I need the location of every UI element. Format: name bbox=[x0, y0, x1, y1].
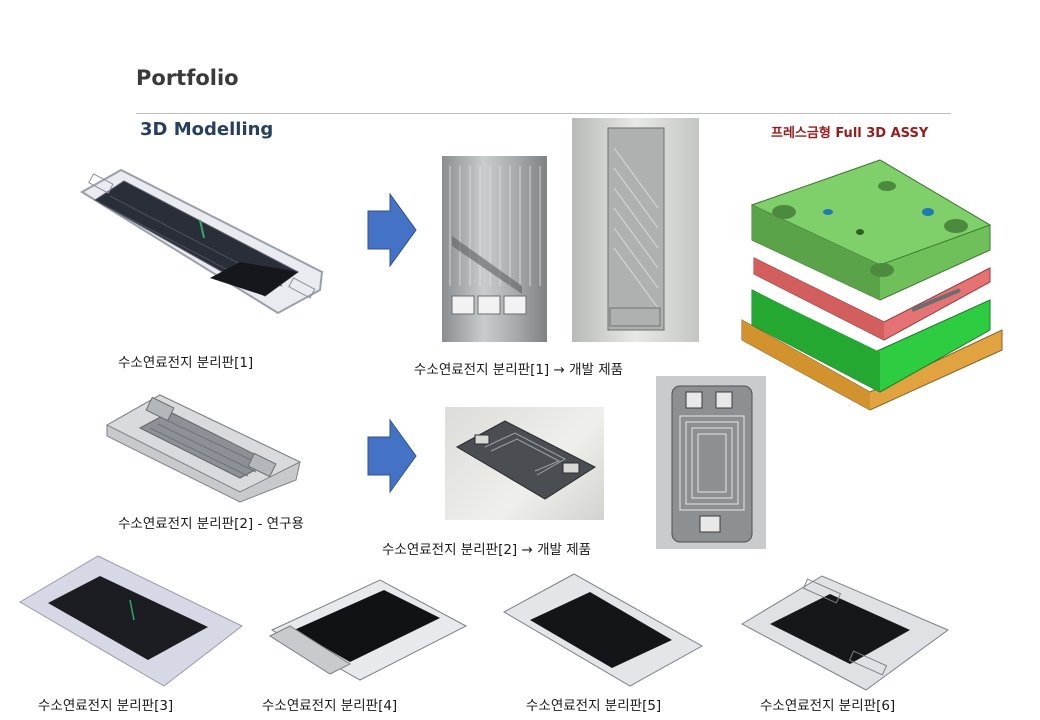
page-title: Portfolio bbox=[136, 66, 239, 90]
caption-plate4: 수소연료전지 분리판[4] bbox=[262, 698, 398, 714]
title-divider bbox=[136, 113, 951, 114]
press-die-label: 프레스금형 Full 3D ASSY bbox=[771, 126, 929, 141]
caption-plate6: 수소연료전지 분리판[6] bbox=[760, 698, 896, 714]
caption-plate3: 수소연료전지 분리판[3] bbox=[38, 698, 174, 714]
caption-plate1: 수소연료전지 분리판[1] bbox=[118, 355, 254, 371]
caption-plate2-product: 수소연료전지 분리판[2] → 개발 제품 bbox=[382, 542, 592, 558]
plate2-product-photo-b bbox=[656, 376, 766, 549]
section-title: 3D Modelling bbox=[140, 119, 274, 140]
plate2-product-photo-a bbox=[445, 407, 604, 520]
plate1-product-photo-b bbox=[572, 118, 699, 342]
plate1-product-photo-a bbox=[442, 156, 547, 342]
caption-plate5: 수소연료전지 분리판[5] bbox=[526, 698, 662, 714]
caption-plate1-product: 수소연료전지 분리판[1] → 개발 제품 bbox=[414, 362, 624, 378]
caption-plate2: 수소연료전지 분리판[2] - 연구용 bbox=[118, 516, 304, 532]
